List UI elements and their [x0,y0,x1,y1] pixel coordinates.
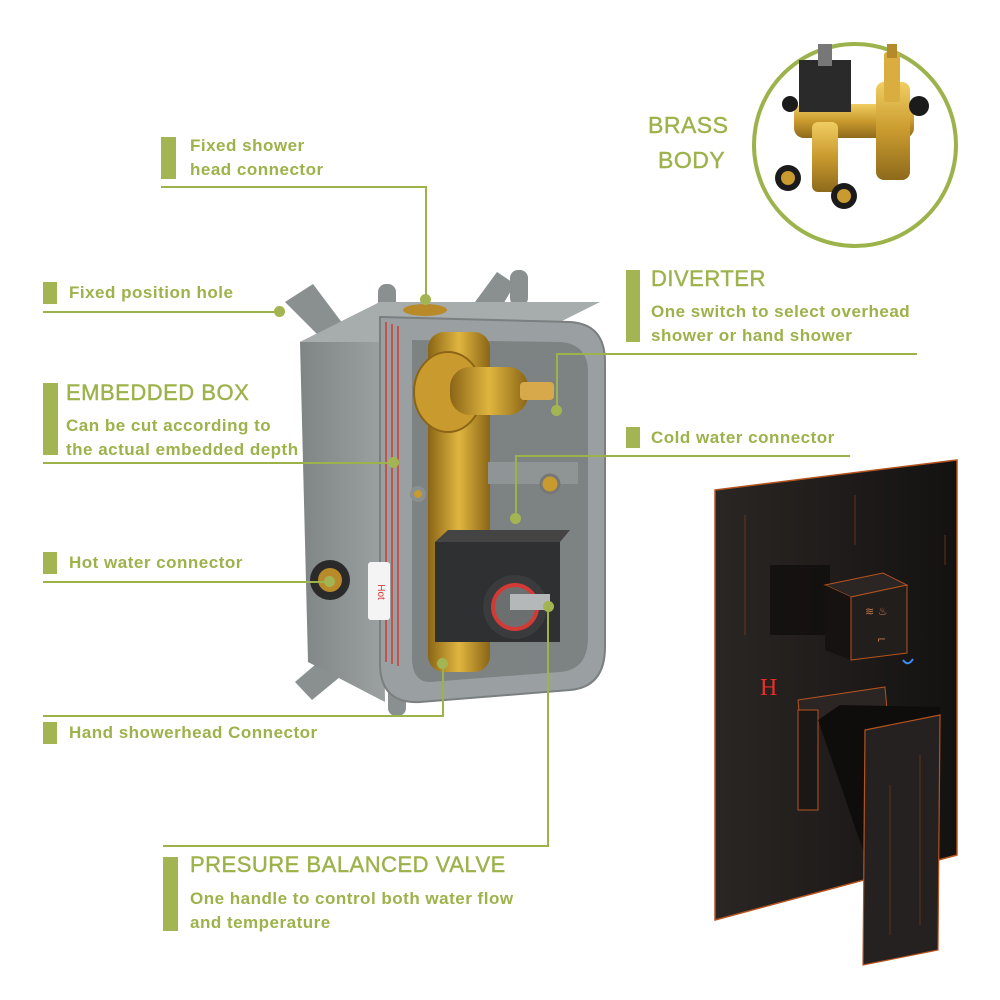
hand-shower-leader-h [43,715,444,717]
cold-water-point [510,513,521,524]
embedded-box-desc-line1: Can be cut according to [66,416,272,435]
fixed-position-leader [43,311,279,313]
cold-water-leader-v [515,455,517,517]
valve-title: PRESURE BALANCED VALVE [190,852,506,877]
embedded-box-title: EMBEDDED BOX [66,380,250,405]
diverter-desc-line1: One switch to select overhead [651,302,911,321]
fixed-shower-marker [161,137,176,179]
diverter-point [551,405,562,416]
brass-body-image [775,44,929,209]
embedded-box-image: Hot [285,270,606,716]
hand-shower-label: Hand showerhead Connector [69,723,318,742]
diverter-leader-v [556,353,558,410]
hot-mark: H [760,675,777,701]
hot-water-marker [43,552,57,574]
brass-body-circle [752,42,958,248]
cold-water-leader-h [515,455,850,457]
diverter-leader-h [556,353,917,355]
fixed-shower-label-line1: Fixed shower [190,136,305,155]
trim-plate-image: ≋ ♨ ⌐ H [714,459,958,966]
embedded-box-desc-line2: the actual embedded depth [66,440,299,459]
fixed-shower-leader-v [425,186,427,298]
fixed-position-marker [43,282,57,304]
valve-desc-line1: One handle to control both water flow [190,889,514,908]
brass-body-label-line2: BODY [658,147,726,173]
brass-body-label-line1: BRASS [648,112,729,138]
diverter-desc-line2: shower or hand shower [651,326,853,345]
diverter-title: DIVERTER [651,266,766,291]
fixed-shower-point [420,294,431,305]
svg-text:⌐: ⌐ [877,633,886,646]
svg-text:≋ ♨: ≋ ♨ [865,605,888,618]
embedded-box-leader [43,462,393,464]
valve-desc-line2: and temperature [190,913,331,932]
hand-shower-leader-v [442,663,444,717]
cold-water-label: Cold water connector [651,428,835,447]
hot-water-point [324,576,335,587]
valve-leader-h [163,845,549,847]
fixed-position-label: Fixed position hole [69,283,234,302]
hot-water-leader [43,581,333,583]
hot-sticker: Hot [375,584,386,600]
hand-shower-point [437,658,448,669]
fixed-shower-leader-h [161,186,427,188]
hot-water-label: Hot water connector [69,553,243,572]
cold-water-marker [626,427,640,448]
fixed-shower-label-line2: head connector [190,160,324,179]
fixed-position-point [274,306,285,317]
embedded-box-marker [43,383,58,455]
hand-shower-marker [43,722,57,744]
embedded-box-point [388,457,399,468]
valve-marker [163,857,178,931]
diverter-marker [626,270,640,342]
valve-leader-v [547,606,549,847]
